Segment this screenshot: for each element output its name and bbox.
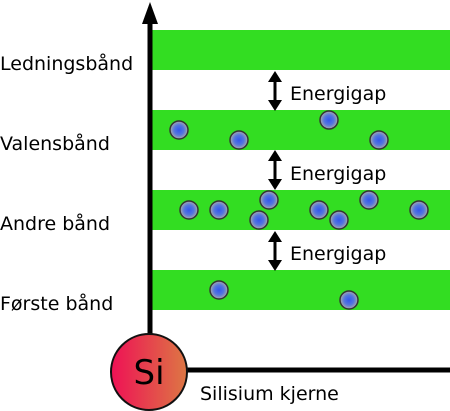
electron xyxy=(249,210,269,230)
band-andre xyxy=(152,190,450,230)
silicon-nucleus xyxy=(110,333,188,411)
gap-arrow-2 xyxy=(268,150,282,190)
nucleus-caption: Silisium kjerne xyxy=(200,383,339,405)
gap-label-1: Energigap xyxy=(290,83,386,105)
electron xyxy=(179,200,199,220)
electron xyxy=(369,130,389,150)
gap-arrow-3 xyxy=(268,231,282,271)
electron xyxy=(259,190,279,210)
electron xyxy=(169,120,189,140)
gap-arrow-1 xyxy=(268,71,282,111)
gap-label-2: Energigap xyxy=(290,163,386,185)
electron xyxy=(229,130,249,150)
electron xyxy=(339,290,359,310)
band-forste xyxy=(152,270,450,310)
electron xyxy=(319,110,339,130)
electron xyxy=(409,200,429,220)
band-label-valensband: Valensbånd xyxy=(0,132,110,155)
electron xyxy=(359,190,379,210)
electron xyxy=(209,280,229,300)
gap-label-3: Energigap xyxy=(290,243,386,265)
band-label-ledningsband: Ledningsbånd xyxy=(0,52,133,75)
band-ledningsband xyxy=(152,30,450,70)
electron xyxy=(209,200,229,220)
band-label-forste: Første bånd xyxy=(0,292,113,315)
electron xyxy=(329,210,349,230)
band-label-andre: Andre bånd xyxy=(0,212,110,235)
band-valensband xyxy=(152,110,450,150)
up-arrow-icon xyxy=(142,2,158,24)
nucleus-symbol: Si xyxy=(133,353,164,393)
electron xyxy=(309,200,329,220)
